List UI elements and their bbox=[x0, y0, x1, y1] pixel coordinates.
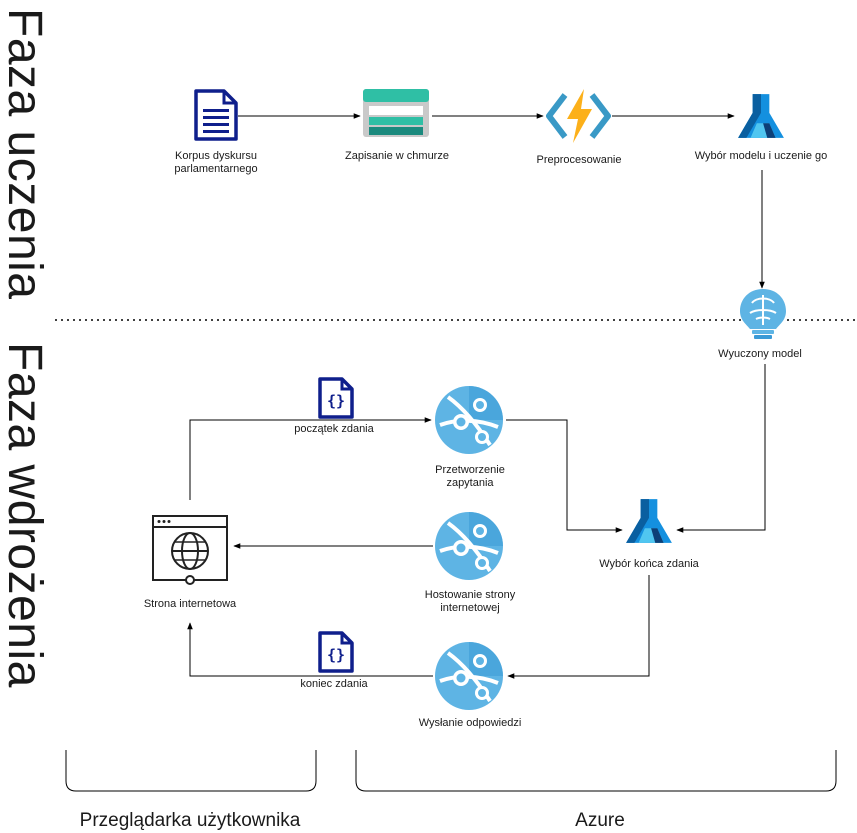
storage-table-icon bbox=[363, 89, 429, 137]
azure-function-icon bbox=[546, 89, 611, 143]
node-label-train: Wybór modelu i uczenie go bbox=[694, 150, 828, 162]
label-line: internetowej bbox=[440, 602, 500, 614]
label-line: parlamentarnego bbox=[174, 163, 258, 175]
node-label-request: Przetworzenie zapytania bbox=[435, 464, 505, 490]
label-line: zapytania bbox=[446, 477, 494, 489]
label-line: Hostowanie strony bbox=[424, 589, 516, 601]
browser-globe-icon bbox=[152, 515, 228, 585]
azure-ml-icon bbox=[738, 94, 784, 138]
document-icon bbox=[194, 89, 238, 141]
phase-title-training: Faza uczenia bbox=[0, 8, 51, 300]
edge-sentence-end-response bbox=[507, 575, 650, 679]
node-label-website: Strona internetowa bbox=[143, 598, 237, 610]
azure-ml-icon bbox=[626, 499, 672, 543]
node-label-sentence-end: Wybór końca zdania bbox=[599, 558, 699, 570]
node-label-corpus: Korpus dyskursu parlamentarnego bbox=[174, 150, 257, 176]
label-line: Przetworzenie bbox=[435, 464, 505, 476]
edge-label-start: początek zdania bbox=[292, 423, 376, 435]
node-label-hosting: Hostowanie strony internetowej bbox=[425, 589, 516, 615]
node-label-storage: Zapisanie w chmurze bbox=[345, 150, 449, 162]
edge-website-request bbox=[189, 417, 432, 500]
edge-response-website bbox=[187, 622, 433, 677]
edge-model-sentence-end bbox=[676, 364, 766, 533]
edge-request-sentence-end bbox=[506, 419, 623, 533]
app-service-icon bbox=[434, 385, 504, 455]
app-service-icon bbox=[434, 641, 504, 711]
label-line: Korpus dyskursu bbox=[175, 150, 257, 162]
app-service-icon bbox=[434, 511, 504, 581]
group-label-browser: Przeglądarka użytkownika bbox=[79, 810, 301, 831]
node-label-preprocess: Preprocesowanie bbox=[536, 154, 622, 166]
bracket-browser bbox=[65, 750, 317, 792]
node-label-response: Wysłanie odpowiedzi bbox=[418, 717, 522, 729]
brain-bulb-icon bbox=[740, 289, 786, 339]
edge-label-end: koniec zdania bbox=[298, 678, 370, 690]
json-document-icon bbox=[318, 377, 354, 419]
group-label-azure: Azure bbox=[575, 810, 625, 831]
bracket-azure bbox=[355, 750, 837, 792]
json-document-icon bbox=[318, 631, 354, 673]
node-label-model: Wyuczony model bbox=[718, 348, 802, 360]
phase-title-deployment: Faza wdrożenia bbox=[0, 342, 51, 688]
